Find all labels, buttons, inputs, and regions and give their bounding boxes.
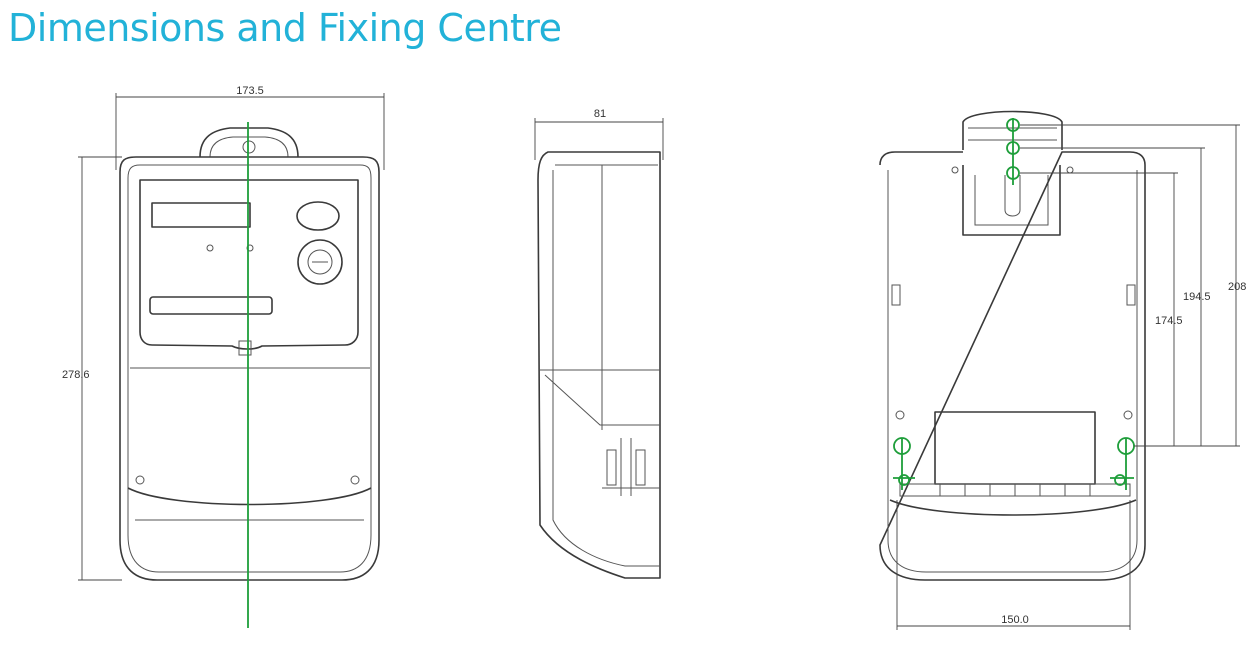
side-depth-label: 81 — [594, 108, 606, 120]
rear-dimensions: 208 194.5 174.5 150.0 — [896, 124, 1246, 630]
page-title: Dimensions and Fixing Centre — [8, 6, 562, 50]
rear-fix-middle-label: 194.5 — [1183, 291, 1211, 303]
front-width-label: 173.5 — [236, 85, 264, 97]
rear-view — [879, 110, 1146, 581]
rear-fix-width-label: 150.0 — [1001, 614, 1029, 626]
front-view — [119, 122, 380, 628]
side-view — [537, 151, 661, 579]
front-height-label: 278.6 — [62, 369, 90, 381]
front-dimensions: 173.5 278.6 — [62, 85, 385, 581]
side-dimensions: 81 — [534, 108, 664, 160]
rear-fix-lower-label: 174.5 — [1155, 315, 1183, 327]
rear-fix-upper-label: 208 — [1228, 281, 1246, 293]
